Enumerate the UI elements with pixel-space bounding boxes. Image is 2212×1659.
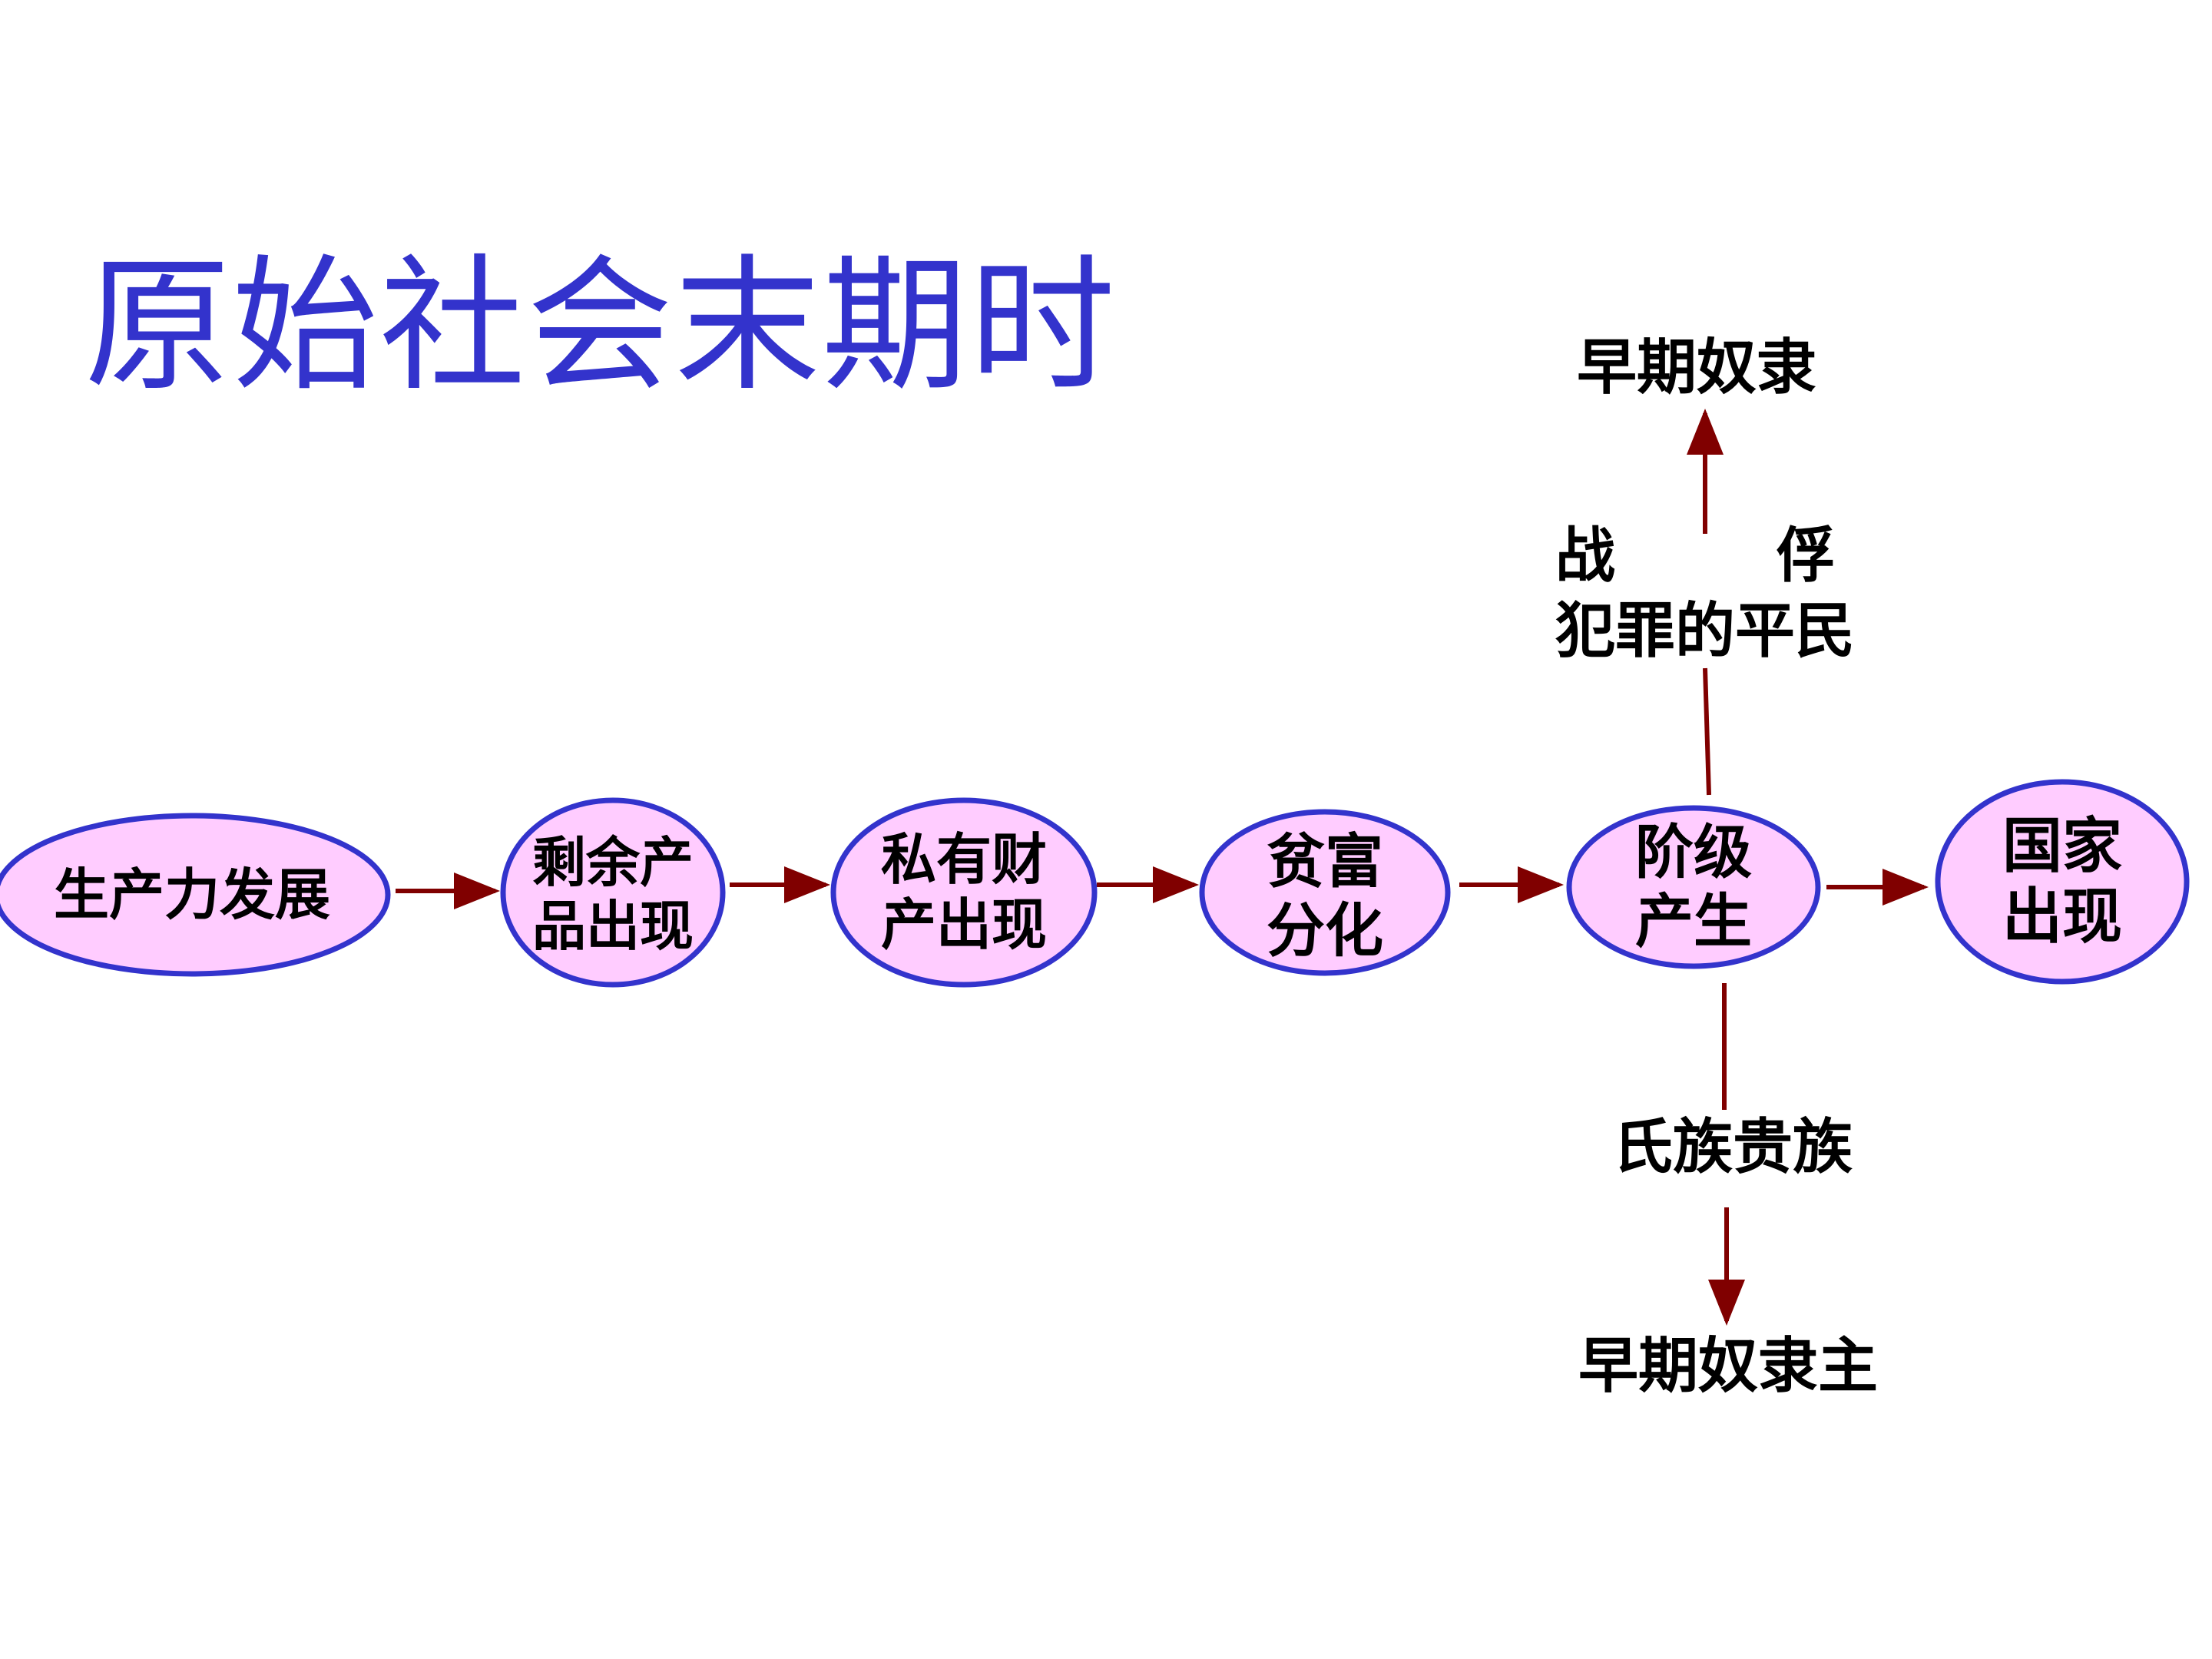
- early-slave-owners-label: 早期奴隶主: [1578, 1332, 1879, 1401]
- node-private-property-line2: 产出现: [880, 892, 1047, 957]
- criminal-commoners-label: 犯罪的平民: [1555, 597, 1856, 666]
- node-classes-line2: 产生: [1635, 887, 1752, 955]
- node-wealth-gap-line2: 分化: [1267, 896, 1383, 965]
- node-surplus-line2: 品出现: [532, 895, 694, 958]
- node-productivity-label: 生产力发展: [0, 818, 388, 972]
- clan-nobles-label: 氏族贵族: [1613, 1113, 1853, 1182]
- node-state-line2: 出现: [2002, 882, 2122, 952]
- node-private-property-label: 私有财 产出现: [833, 800, 1094, 985]
- page-title: 原始社会末期时: [84, 241, 1118, 411]
- node-state-label: 国家 出现: [1938, 782, 2187, 982]
- captives-label-right: 俘: [1776, 522, 1836, 591]
- node-surplus-line1: 剩余产: [532, 831, 694, 895]
- node-productivity-text: 生产力发展: [53, 862, 330, 927]
- node-classes-line1: 阶级: [1635, 818, 1752, 887]
- node-private-property-line1: 私有财: [880, 827, 1047, 892]
- captives-label-left: 战: [1555, 522, 1616, 591]
- node-wealth-gap-line1: 贫富: [1267, 827, 1383, 896]
- node-state-shape: [1935, 779, 2190, 985]
- node-surplus-shape: [500, 797, 726, 988]
- connector-classes-to-captives: [1703, 667, 1711, 796]
- node-private-property-shape: [830, 797, 1098, 988]
- node-wealth-gap-shape: [1199, 809, 1451, 976]
- node-productivity-shape: [0, 813, 391, 977]
- node-wealth-gap-label: 贫富 分化: [1202, 816, 1448, 977]
- node-classes-label: 阶级 产生: [1569, 808, 1818, 966]
- node-surplus-label: 剩余产 品出现: [503, 803, 723, 987]
- node-classes-shape: [1566, 805, 1821, 969]
- early-slaves-label: 早期奴隶: [1577, 333, 1817, 402]
- node-state-line1: 国家: [2002, 811, 2122, 881]
